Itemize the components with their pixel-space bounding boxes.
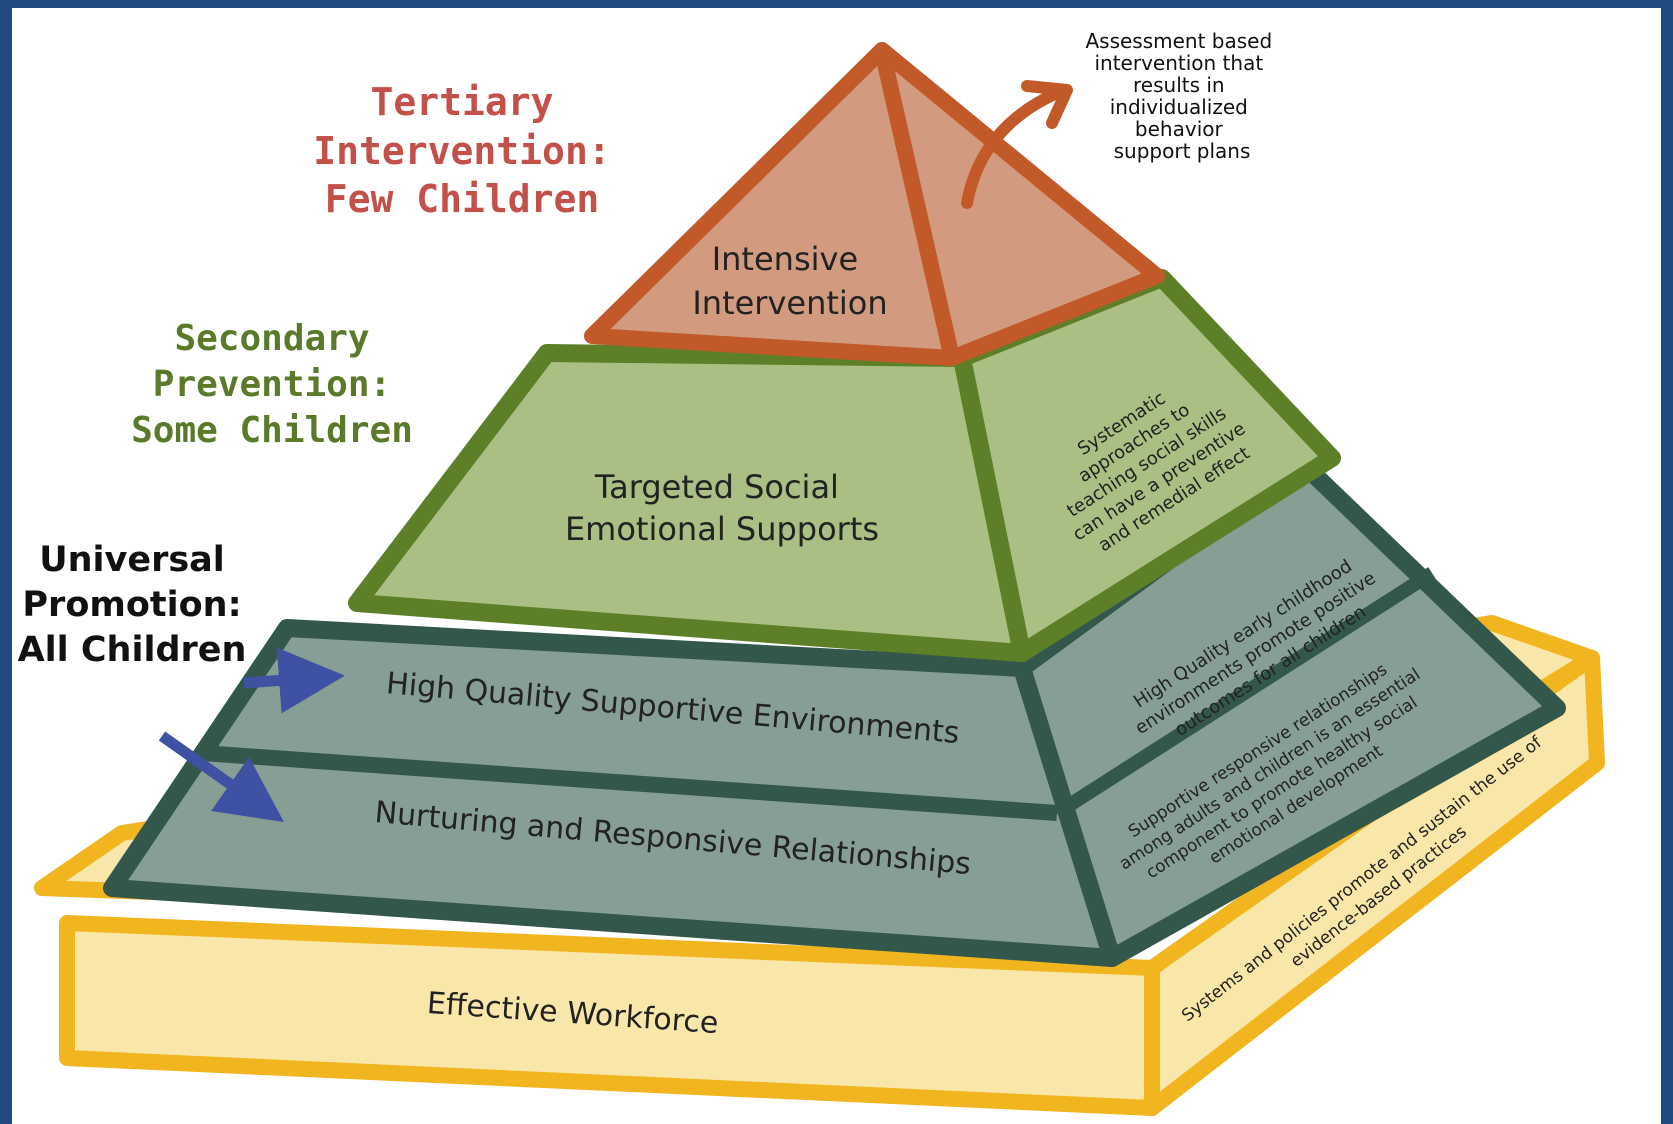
universal-heading-line: All Children [17,629,247,670]
universal-side-divider [1053,567,1436,819]
arrow-to-environments [243,647,345,714]
universal-heading: Universal Promotion: All Children [12,538,252,672]
tertiary-side-face [874,42,1165,366]
universal-arrows [158,647,345,823]
tertiary-heading-line: Few Children [324,177,600,222]
secondary-heading-line: Some Children [131,410,413,452]
secondary-heading-line: Prevention: [152,364,392,406]
tertiary-heading: Tertiary Intervention: Few Children [312,78,612,224]
callout-arrow [961,87,1063,209]
targeted-line-1: Targeted Social [594,468,839,506]
callout-arrowhead [1021,80,1073,129]
intensive-intervention-label: Intensive Intervention [692,240,887,322]
top-callout-line: behavior [1135,117,1224,141]
top-callout-line: Assessment based [1085,29,1272,53]
universal-front-divider [201,745,1058,821]
tertiary-tier [584,42,1165,366]
top-callout-line: results in [1133,73,1225,97]
top-callout-note: Assessment based intervention that resul… [1085,29,1278,163]
pyramid-diagram: Intensive Intervention Targeted Social E… [34,29,1605,1116]
diagram-canvas: Intensive Intervention Targeted Social E… [12,8,1661,1124]
universal-heading-line: Universal [39,540,225,580]
secondary-heading-line: Secondary [174,318,370,359]
targeted-line-2: Emotional Supports [565,510,879,548]
targeted-supports-label: Targeted Social Emotional Supports [565,468,879,548]
tertiary-heading-line: Tertiary [370,80,554,124]
top-callout-line: intervention that [1094,51,1263,75]
secondary-heading: Secondary Prevention: Some Children [122,316,422,454]
universal-heading-line: Promotion: [22,584,242,625]
arrow-to-relationships [158,731,284,823]
intensive-line-2: Intervention [692,284,887,322]
intensive-line-1: Intensive [712,240,858,278]
tertiary-heading-line: Intervention: [313,128,611,173]
top-callout-line: individualized [1110,95,1248,119]
top-callout-line: support plans [1114,139,1251,163]
